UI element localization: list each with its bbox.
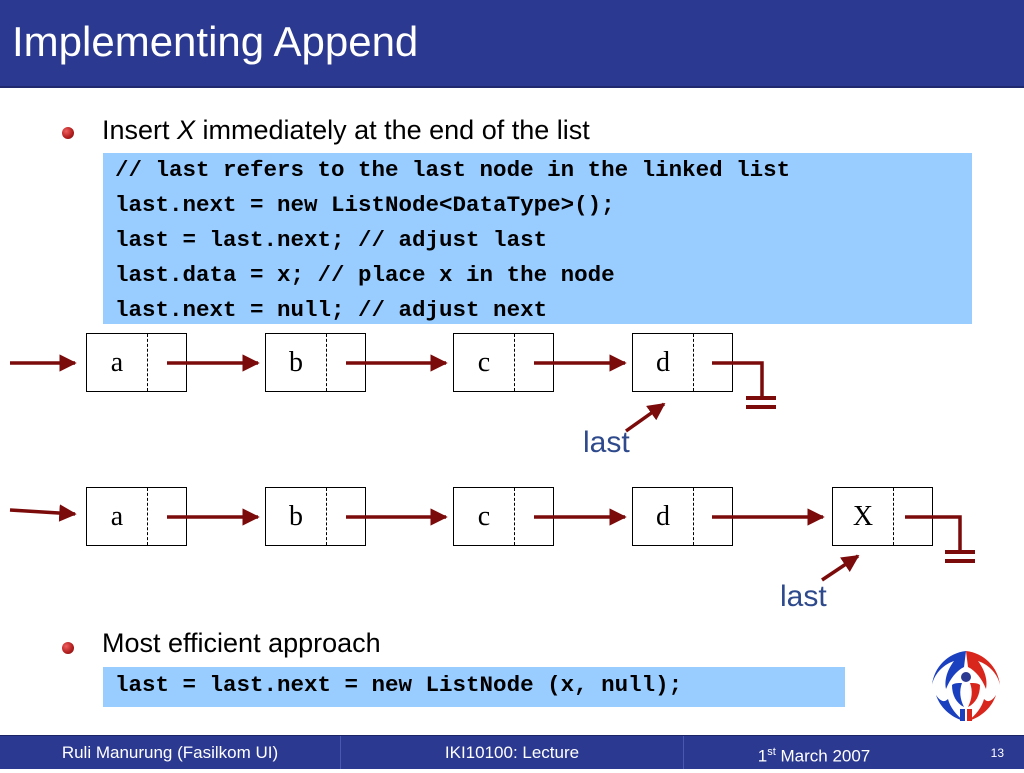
last-pointer-arrow bbox=[624, 402, 666, 433]
list-node: b bbox=[265, 487, 366, 546]
bullet-2-text: Most efficient approach bbox=[102, 628, 381, 658]
title-bar: Implementing Append bbox=[0, 0, 1024, 88]
node-divider bbox=[514, 488, 515, 545]
node-data: X bbox=[852, 501, 874, 532]
node-divider bbox=[326, 488, 327, 545]
last-pointer-label-top: last bbox=[583, 426, 630, 459]
head-arrow bbox=[9, 504, 77, 522]
footer-course: IKI10100: Lecture bbox=[444, 743, 580, 762]
node-data: c bbox=[477, 347, 491, 378]
node-data: d bbox=[656, 501, 670, 532]
node-data: d bbox=[656, 347, 670, 378]
code-line: // last refers to the last node in the l… bbox=[115, 157, 791, 183]
node-divider bbox=[147, 334, 148, 391]
university-logo-icon bbox=[930, 651, 1002, 721]
node-data: a bbox=[110, 501, 124, 532]
node-divider bbox=[326, 334, 327, 391]
null-ground-icon bbox=[746, 396, 975, 563]
node-data: b bbox=[289, 501, 303, 532]
bullet-1-suffix: immediately at the end of the list bbox=[195, 115, 590, 145]
null-line bbox=[712, 361, 764, 396]
footer-date-rest: March 2007 bbox=[775, 746, 871, 766]
code-block-2: last = last.next = new ListNode (x, null… bbox=[103, 667, 845, 707]
list-node: c bbox=[453, 333, 554, 392]
bullet-1-text: Insert X immediately at the end of the l… bbox=[102, 115, 590, 146]
bullet-1-var: X bbox=[177, 115, 196, 145]
bullet-icon bbox=[62, 642, 74, 654]
code-line: last.data = x; // place x in the node bbox=[115, 262, 615, 288]
list-node: b bbox=[265, 333, 366, 392]
node-divider bbox=[693, 334, 694, 391]
footer-date-suffix: st bbox=[767, 746, 776, 758]
node-divider bbox=[693, 488, 694, 545]
slide-title: Implementing Append bbox=[12, 18, 419, 65]
node-divider bbox=[147, 488, 148, 545]
footer: Ruli Manurung (Fasilkom UI) IKI10100: Le… bbox=[0, 735, 1024, 769]
bullet-1-prefix: Insert bbox=[102, 115, 178, 145]
footer-divider bbox=[340, 736, 341, 769]
page-number: 13 bbox=[990, 746, 1004, 760]
code-line: last = last.next = new ListNode (x, null… bbox=[115, 672, 683, 698]
node-data: b bbox=[289, 347, 303, 378]
null-line bbox=[905, 515, 962, 550]
last-pointer-label-bottom: last bbox=[780, 580, 827, 613]
code-line: last = last.next; // adjust last bbox=[115, 227, 548, 253]
code-block-1: // last refers to the last node in the l… bbox=[103, 153, 972, 324]
code-line: last.next = null; // adjust next bbox=[115, 297, 548, 323]
footer-divider bbox=[683, 736, 684, 769]
footer-date: 1st March 2007 bbox=[684, 736, 944, 769]
node-data: a bbox=[110, 347, 124, 378]
node-data: c bbox=[477, 501, 491, 532]
footer-author: Ruli Manurung (Fasilkom UI) bbox=[61, 743, 279, 762]
bullet-icon bbox=[62, 127, 74, 139]
node-divider bbox=[514, 334, 515, 391]
footer-date-day: 1 bbox=[757, 746, 768, 766]
last-pointer-arrow bbox=[821, 554, 860, 582]
list-node: d bbox=[632, 333, 733, 392]
node-divider bbox=[893, 488, 894, 545]
code-line: last.next = new ListNode<DataType>(); bbox=[115, 192, 615, 218]
